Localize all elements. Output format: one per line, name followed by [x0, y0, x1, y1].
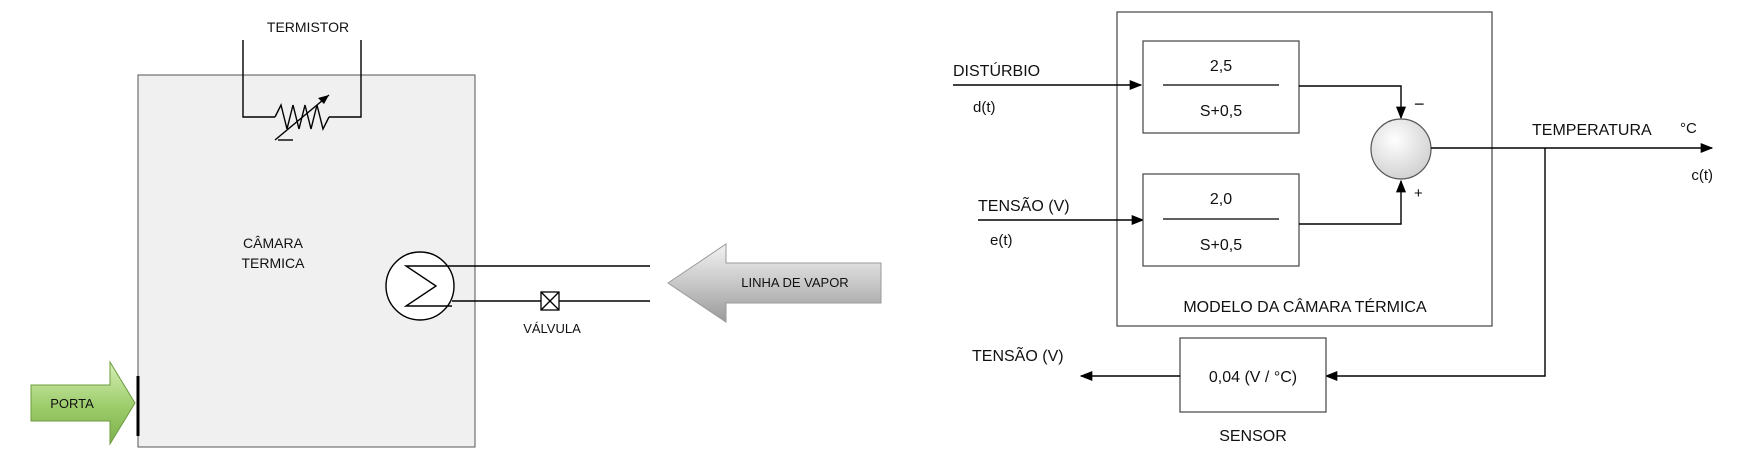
- output-label: TEMPERATURA: [1532, 122, 1652, 139]
- sensor-output-label: TENSÃO (V): [972, 345, 1064, 365]
- transfer-block-disturbance: [1142, 40, 1300, 134]
- sum-plus-sign: +: [1414, 185, 1423, 202]
- sensor-block: [1179, 337, 1327, 413]
- block2-denominator: S+0,5: [1200, 237, 1242, 254]
- block2-to-sum-line: [1299, 179, 1407, 225]
- steam-line-arrow: [667, 243, 882, 323]
- block-diagram: MODELO DA CÂMARA TÉRMICA DISTÚRBIO d(t) …: [953, 11, 1714, 445]
- valve-symbol: [540, 291, 560, 311]
- summing-junction: [1370, 118, 1432, 180]
- block1-denominator: S+0,5: [1200, 103, 1242, 120]
- block2-numerator: 2,0: [1210, 191, 1232, 208]
- thermistor-symbol: [242, 40, 362, 141]
- transfer-block-voltage: [1142, 173, 1300, 267]
- output-signal: c(t): [1691, 167, 1713, 184]
- model-label: MODELO DA CÂMARA TÉRMICA: [1183, 297, 1427, 316]
- voltage-input-signal: e(t): [990, 232, 1013, 249]
- chamber-label-line2: TERMICA: [242, 255, 306, 271]
- sum-minus-sign: −: [1414, 94, 1425, 114]
- steam-line-label: LINHA DE VAPOR: [741, 275, 848, 290]
- block1-to-sum-line: [1299, 85, 1407, 120]
- voltage-input-label: TENSÃO (V): [978, 195, 1070, 215]
- sensor-gain: 0,04 (V / °C): [1209, 369, 1297, 386]
- output-unit: °C: [1680, 120, 1697, 137]
- block1-numerator: 2,5: [1210, 58, 1232, 75]
- disturbance-label: DISTÚRBIO: [953, 61, 1040, 80]
- chamber-label-line1: CÂMARA: [243, 235, 304, 251]
- door-arrow: [30, 360, 136, 446]
- valve-label: VÁLVULA: [523, 321, 581, 336]
- sensor-label: SENSOR: [1219, 428, 1287, 445]
- thermistor-label: TERMISTOR: [267, 19, 349, 35]
- thermal-chamber-drawing: CÂMARA TERMICA TERMISTOR VÁLVULA: [30, 19, 882, 448]
- disturbance-signal: d(t): [973, 99, 996, 116]
- heat-exchanger-symbol: [385, 251, 455, 321]
- door-label: PORTA: [50, 396, 94, 411]
- feedback-line: [1324, 148, 1546, 382]
